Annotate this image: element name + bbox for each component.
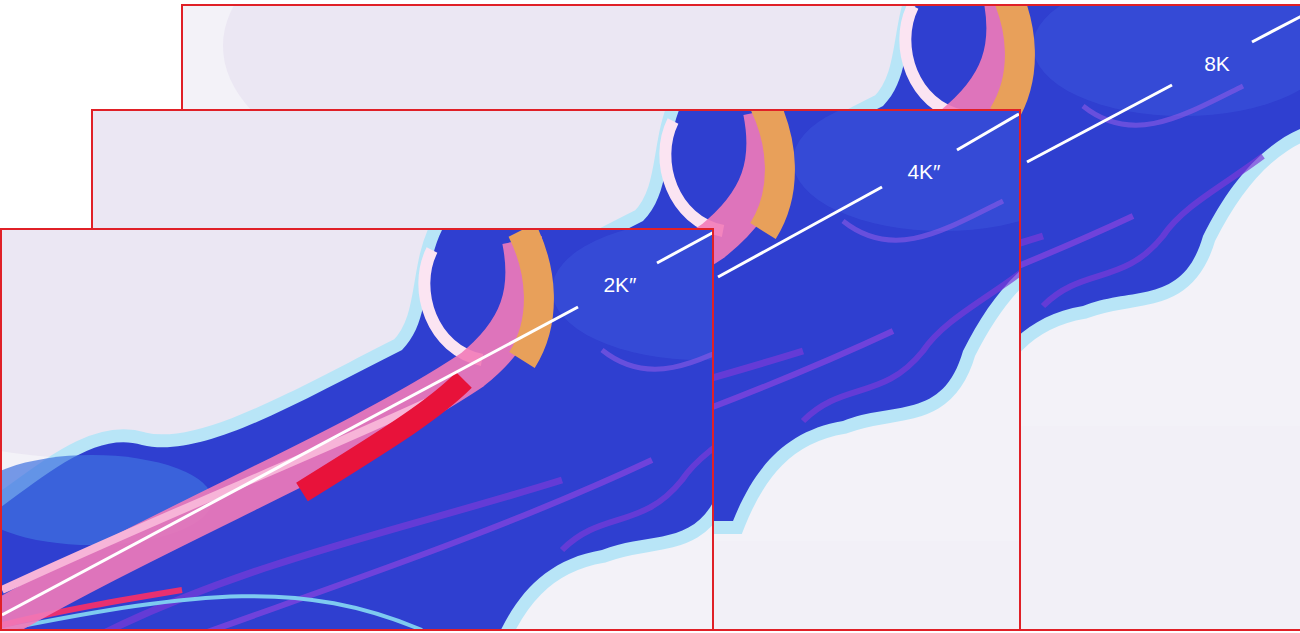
leader-line bbox=[718, 187, 882, 277]
resolution-label: 4K″ bbox=[907, 160, 940, 183]
leader-line bbox=[957, 114, 1019, 150]
resolution-label: 2K″ bbox=[603, 273, 636, 296]
leader-line bbox=[2, 307, 578, 615]
resolution-frame: 2K″ bbox=[0, 228, 714, 631]
leader-line bbox=[1027, 85, 1172, 162]
resolution-label: 8K bbox=[1204, 52, 1230, 75]
fluid-painting bbox=[2, 230, 714, 631]
leader-line bbox=[657, 232, 714, 263]
leader-line bbox=[1252, 10, 1300, 42]
